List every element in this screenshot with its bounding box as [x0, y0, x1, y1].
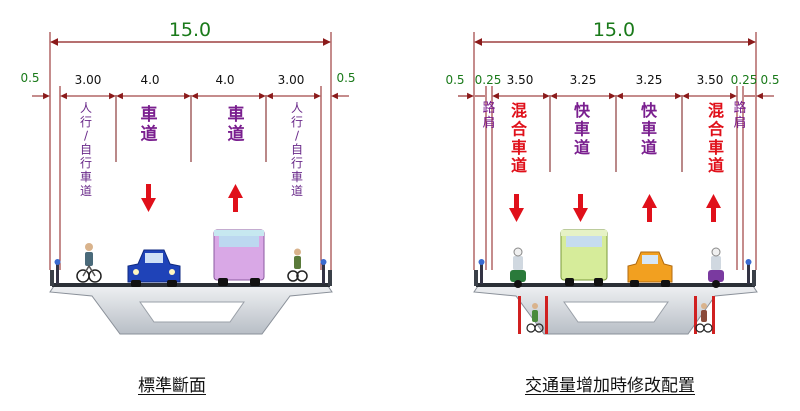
segment-width-label: 3.50: [697, 73, 724, 87]
truck-icon: [560, 229, 608, 286]
segment-width-label: 0.5: [445, 73, 464, 87]
fast-lane-label: 快車道: [574, 101, 591, 157]
segment-width-label: 3.00: [75, 73, 102, 87]
bike-lane-label: 人行∕自行車道: [80, 101, 92, 198]
segment-width-label: 3.50: [507, 73, 534, 87]
car-icon: [627, 251, 673, 287]
truck-icon: [213, 229, 265, 286]
lamp-post-icon: [745, 259, 752, 284]
cyclist-icon: [526, 303, 544, 333]
arrow-up-icon: [706, 194, 721, 222]
arrow-up-icon: [228, 184, 243, 212]
motorcycle-icon: [510, 247, 526, 288]
arrow-up-icon: [642, 194, 657, 222]
lamp-post-icon: [54, 259, 61, 284]
lamp-post-icon: [320, 259, 327, 284]
segment-width-label: 0.5: [336, 71, 355, 85]
standard-section-caption: 標準斷面: [138, 376, 206, 396]
fast-lane-label: 快車道: [641, 101, 658, 157]
bridge-deck: [473, 270, 758, 335]
segment-width-label: 0.5: [760, 73, 779, 87]
segment-width-label: 3.25: [570, 73, 597, 87]
shoulder-label: 路肩: [482, 100, 495, 131]
total-width-label: 15.0: [593, 19, 635, 41]
cyclist-icon: [695, 303, 713, 333]
segment-width-label: 4.0: [215, 73, 234, 87]
lane-label: 車道: [141, 104, 158, 145]
segment-width-label: 4.0: [140, 73, 159, 87]
cyclist-icon: [76, 243, 102, 283]
segment-width-label: 0.5: [20, 71, 39, 85]
mixed-lane-label: 混合車道: [511, 101, 528, 175]
arrow-down-icon: [141, 184, 156, 212]
arrow-down-icon: [573, 194, 588, 222]
modified-section-caption: 交通量增加時修改配置: [525, 376, 695, 396]
segment-width-label: 3.25: [636, 73, 663, 87]
shoulder-label: 路肩: [733, 100, 746, 131]
lamp-post-icon: [478, 259, 485, 284]
arrow-down-icon: [509, 194, 524, 222]
lane-dividers: [549, 95, 683, 172]
motorcycle-icon: [708, 247, 724, 288]
under-deck-bike-lane: [518, 296, 715, 334]
bridge-deck: [49, 270, 333, 335]
modified-section: 15.0 0.5 0.25 3.50 3.25 3.25 3.50 0.25 0…: [445, 19, 780, 335]
standard-section: 15.0 0.5 3.00 4.0 4.0 3.00 0.5 人行∕自行車道 人…: [20, 19, 356, 335]
cyclist-icon: [287, 248, 308, 282]
bike-lane-label: 人行∕自行車道: [291, 101, 303, 198]
car-icon: [127, 249, 181, 287]
segment-width-label: 0.25: [731, 73, 758, 87]
segment-width-label: 3.00: [278, 73, 305, 87]
segment-width-label: 0.25: [475, 73, 502, 87]
lane-dividers: [115, 95, 267, 162]
mixed-lane-label: 混合車道: [708, 101, 725, 175]
lane-label: 車道: [228, 104, 245, 145]
total-width-label: 15.0: [169, 19, 211, 41]
